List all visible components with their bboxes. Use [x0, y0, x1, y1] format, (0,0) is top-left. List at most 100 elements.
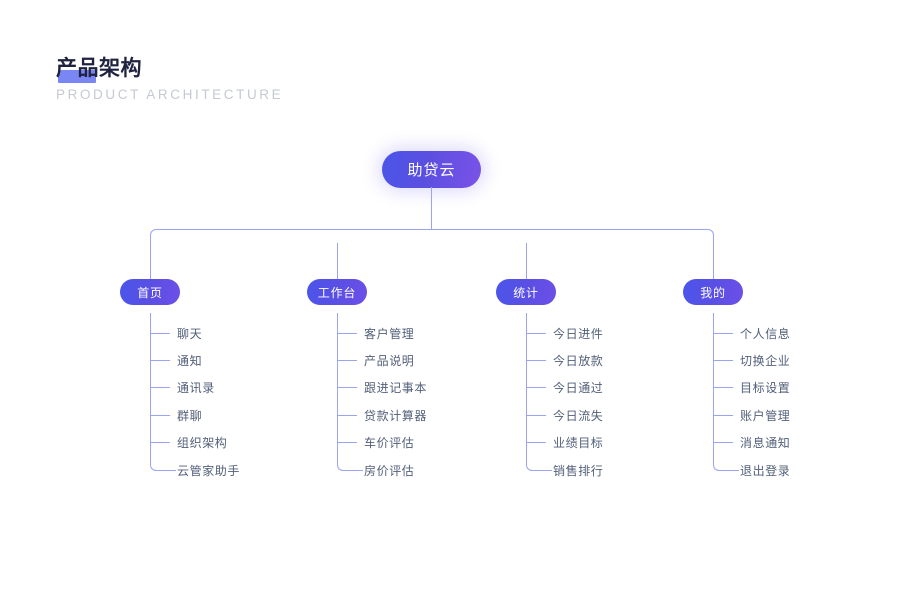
- leaf-stub-connector: [526, 442, 546, 444]
- leaf-item-label: 账户管理: [740, 408, 791, 423]
- leaf-item[interactable]: 个人信息: [713, 324, 790, 342]
- leaf-item-label: 销售排行: [553, 463, 604, 478]
- leaf-item-label: 聊天: [177, 326, 203, 341]
- leaf-spine-connector: [713, 313, 714, 464]
- branch-node-label: 工作台: [317, 285, 357, 300]
- leaf-spine-foot: [713, 464, 720, 471]
- leaf-stub-connector: [713, 387, 733, 389]
- leaf-spine-foot: [150, 464, 157, 471]
- leaf-item-label: 今日流失: [553, 408, 604, 423]
- leaf-item-label: 客户管理: [364, 326, 415, 341]
- leaf-item[interactable]: 今日进件: [526, 324, 603, 342]
- leaf-item[interactable]: 车价评估: [337, 434, 414, 452]
- leaf-stub-connector: [156, 469, 176, 471]
- leaf-item[interactable]: 消息通知: [713, 434, 790, 452]
- leaf-stub-connector: [532, 469, 552, 471]
- branch-node-1[interactable]: 首页: [120, 279, 180, 305]
- leaf-item-label: 今日进件: [553, 326, 604, 341]
- leaf-stub-connector: [713, 414, 733, 416]
- leaf-stub-connector: [713, 442, 733, 444]
- branch-drop-connector: [713, 243, 714, 279]
- branch-node-label: 统计: [513, 285, 539, 300]
- leaf-item[interactable]: 今日放款: [526, 351, 603, 369]
- leaf-item[interactable]: 群聊: [150, 406, 202, 424]
- root-stem-connector: [431, 187, 432, 229]
- leaf-spine-connector: [337, 313, 338, 464]
- leaf-item-label: 通知: [177, 353, 203, 368]
- leaf-item[interactable]: 退出登录: [713, 461, 790, 479]
- leaf-stub-connector: [337, 332, 357, 334]
- leaf-stub-connector: [150, 359, 170, 361]
- leaf-item[interactable]: 跟进记事本: [337, 379, 427, 397]
- leaf-item-label: 切换企业: [740, 353, 791, 368]
- leaf-stub-connector: [337, 442, 357, 444]
- leaf-item-label: 车价评估: [364, 436, 415, 451]
- leaf-item[interactable]: 云管家助手: [150, 461, 240, 479]
- leaf-item[interactable]: 贷款计算器: [337, 406, 427, 424]
- leaf-stub-connector: [150, 414, 170, 416]
- leaf-stub-connector: [713, 332, 733, 334]
- leaf-item[interactable]: 销售排行: [526, 461, 603, 479]
- leaf-item-label: 群聊: [177, 408, 203, 423]
- page-header: 产品架构 PRODUCT ARCHITECTURE: [56, 54, 283, 104]
- leaf-stub-connector: [337, 387, 357, 389]
- branch-node-label: 我的: [700, 285, 726, 300]
- leaf-item[interactable]: 房价评估: [337, 461, 414, 479]
- leaf-item-label: 个人信息: [740, 326, 791, 341]
- leaf-item-label: 通讯录: [177, 381, 215, 396]
- leaf-item-label: 云管家助手: [177, 463, 241, 478]
- leaf-item-label: 业绩目标: [553, 436, 604, 451]
- leaf-stub-connector: [713, 359, 733, 361]
- branch-node-3[interactable]: 统计: [496, 279, 556, 305]
- title-wrap: 产品架构: [56, 54, 142, 84]
- leaf-item[interactable]: 今日通过: [526, 379, 603, 397]
- leaf-stub-connector: [343, 469, 363, 471]
- leaf-stub-connector: [526, 332, 546, 334]
- leaf-item[interactable]: 客户管理: [337, 324, 414, 342]
- leaf-item-label: 组织架构: [177, 436, 228, 451]
- leaf-stub-connector: [526, 387, 546, 389]
- leaf-item-label: 目标设置: [740, 381, 791, 396]
- leaf-item[interactable]: 组织架构: [150, 434, 227, 452]
- leaf-item[interactable]: 切换企业: [713, 351, 790, 369]
- leaf-item-label: 跟进记事本: [364, 381, 428, 396]
- branch-drop-connector: [150, 243, 151, 279]
- page-title: 产品架构: [56, 57, 142, 80]
- leaf-item[interactable]: 通知: [150, 351, 202, 369]
- leaf-spine-foot: [337, 464, 344, 471]
- branch-node-2[interactable]: 工作台: [307, 279, 367, 305]
- leaf-item-label: 产品说明: [364, 353, 415, 368]
- root-node-label: 助贷云: [407, 162, 456, 179]
- leaf-stub-connector: [150, 332, 170, 334]
- leaf-item[interactable]: 业绩目标: [526, 434, 603, 452]
- leaf-stub-connector: [337, 359, 357, 361]
- leaf-item[interactable]: 账户管理: [713, 406, 790, 424]
- leaf-item-label: 今日通过: [553, 381, 604, 396]
- leaf-item-label: 房价评估: [364, 463, 415, 478]
- leaf-item-label: 今日放款: [553, 353, 604, 368]
- branch-drop-connector: [337, 243, 338, 279]
- root-node-zhudaiyun[interactable]: 助贷云: [382, 151, 481, 188]
- leaf-stub-connector: [526, 414, 546, 416]
- leaf-item[interactable]: 通讯录: [150, 379, 215, 397]
- leaf-stub-connector: [719, 469, 739, 471]
- leaf-spine-connector: [150, 313, 151, 464]
- leaf-item[interactable]: 今日流失: [526, 406, 603, 424]
- leaf-item-label: 消息通知: [740, 436, 791, 451]
- leaf-spine-foot: [526, 464, 533, 471]
- leaf-item[interactable]: 聊天: [150, 324, 202, 342]
- branch-node-label: 首页: [137, 285, 163, 300]
- branch-node-4[interactable]: 我的: [683, 279, 743, 305]
- branch-bus-connector: [150, 229, 714, 243]
- leaf-item[interactable]: 目标设置: [713, 379, 790, 397]
- leaf-item-label: 贷款计算器: [364, 408, 428, 423]
- leaf-spine-connector: [526, 313, 527, 464]
- leaf-stub-connector: [337, 414, 357, 416]
- leaf-stub-connector: [150, 442, 170, 444]
- leaf-item[interactable]: 产品说明: [337, 351, 414, 369]
- branch-drop-connector: [526, 243, 527, 279]
- title-highlight-block: [58, 70, 96, 83]
- leaf-stub-connector: [150, 387, 170, 389]
- leaf-stub-connector: [526, 359, 546, 361]
- page-subtitle: PRODUCT ARCHITECTURE: [56, 87, 284, 102]
